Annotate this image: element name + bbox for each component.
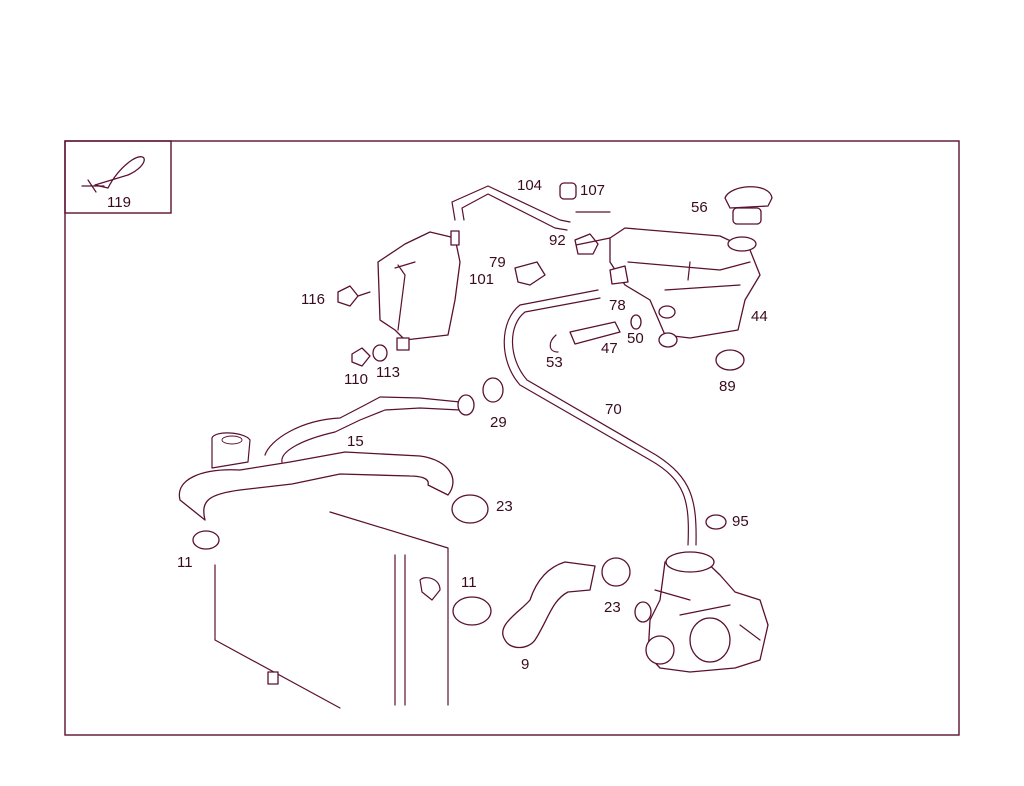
nut-110: [351, 347, 371, 367]
label-78: 78: [609, 297, 626, 314]
label-119: 119: [107, 194, 131, 211]
radiator-hose-15: [178, 451, 454, 521]
label-79: 79: [489, 254, 506, 271]
clip-78: [609, 265, 629, 285]
clamp-11-right: [452, 596, 492, 626]
sensor-79: [514, 261, 546, 286]
label-53: 53: [546, 354, 563, 371]
expansion-tank: [609, 227, 761, 348]
radiator: [211, 432, 449, 709]
label-44: 44: [751, 308, 768, 325]
washer-reservoir: [377, 230, 461, 351]
label-23-lower: 23: [604, 599, 621, 616]
clip-53: [549, 334, 559, 353]
vent-hose-104: [451, 185, 571, 223]
bushing-95: [705, 514, 727, 530]
label-95: 95: [732, 513, 749, 530]
clamp-23-lower: [601, 557, 631, 587]
label-92: 92: [549, 232, 566, 249]
label-101: 101: [469, 271, 494, 288]
label-110: 110: [344, 371, 368, 388]
cable-tie-icon: [94, 156, 145, 189]
label-23-upper: 23: [496, 498, 513, 515]
clamp-11-left: [192, 530, 220, 550]
label-107: 107: [580, 182, 605, 199]
label-9: 9: [521, 656, 529, 673]
bleed-hose-70: [503, 289, 689, 546]
inset-cable-tie: [64, 140, 172, 214]
ring-50: [630, 314, 642, 330]
label-89: 89: [719, 378, 736, 395]
label-47: 47: [601, 340, 618, 357]
label-11-right: 11: [461, 574, 477, 591]
label-104: 104: [517, 177, 542, 194]
plug-107: [559, 182, 577, 200]
label-29: 29: [490, 414, 507, 431]
screw-116: [337, 285, 359, 307]
label-15: 15: [347, 433, 364, 450]
sensor-47: [569, 321, 621, 345]
label-113: 113: [376, 364, 400, 381]
thermostat-housing: [634, 551, 769, 673]
nut-92: [574, 233, 599, 255]
label-70: 70: [605, 401, 622, 418]
radiator-cap: [724, 186, 773, 225]
label-11-left: 11: [177, 554, 193, 571]
grommet-89: [715, 349, 745, 371]
lower-hose-9: [502, 561, 596, 649]
diagram-frame: [64, 140, 960, 736]
clamp-23-upper: [451, 494, 489, 524]
label-56: 56: [691, 199, 708, 216]
label-116: 116: [301, 291, 325, 308]
washer-113: [372, 344, 388, 362]
clamp-29: [482, 377, 504, 403]
inset-frame: [64, 140, 172, 214]
label-50: 50: [627, 330, 644, 347]
